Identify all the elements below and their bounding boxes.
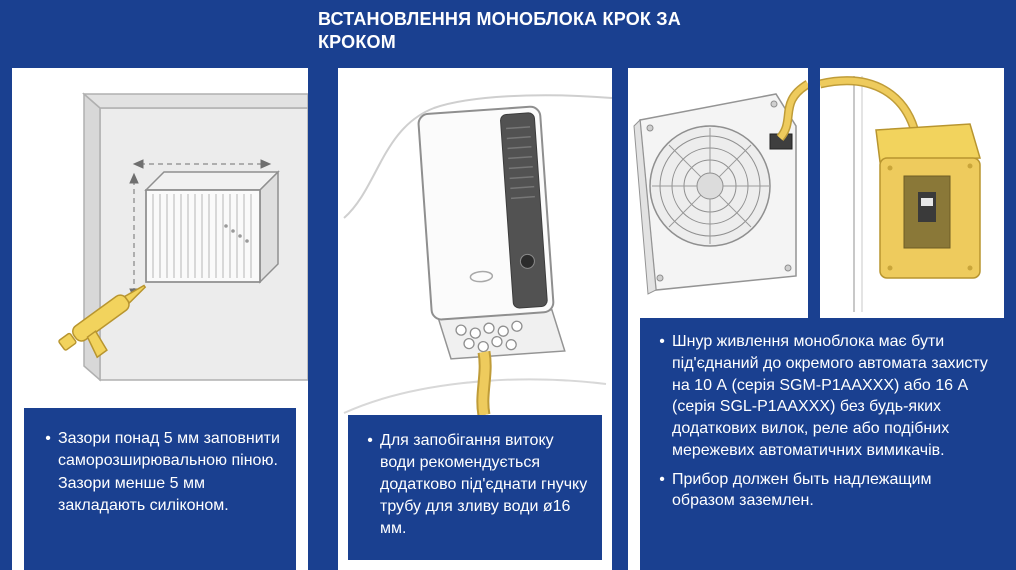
drain-tube: [476, 350, 492, 417]
step-panel-power: • Шнур живлення моноблока має бути під'є…: [628, 68, 1004, 570]
step-panel-drain: • Для запобігання витоку води рекомендує…: [338, 68, 613, 570]
wall-sealing-illustration-svg: [58, 92, 309, 382]
breaker-box-illustration: [818, 68, 1004, 318]
drain-tube-illustration: [338, 68, 613, 420]
step-panel-wall-sealing: • Зазори понад 5 мм заповнити саморозшир…: [12, 68, 309, 570]
bullet-icon: •: [659, 333, 665, 350]
floor-curve: [343, 378, 607, 414]
wall-curve: [343, 94, 613, 219]
bullet-icon: •: [659, 470, 665, 488]
bullet-icon: •: [45, 430, 51, 447]
note-box-sealing: • Зазори понад 5 мм заповнити саморозшир…: [24, 408, 296, 570]
illustration-divider: [808, 68, 820, 318]
drain-tube-illustration-svg: [343, 94, 613, 417]
note-box-power: • Шнур живлення моноблока має бути під'є…: [640, 318, 1004, 570]
note-item: • Шнур живлення моноблока має бути під'є…: [652, 331, 992, 462]
power-cable-right: [818, 76, 922, 141]
screws: [646, 100, 792, 282]
note-text: Зазори понад 5 мм заповнити саморозширюв…: [58, 430, 280, 515]
gap-dots: [224, 224, 249, 243]
note-text: Шнур живлення моноблока має бути під'єдн…: [672, 333, 988, 459]
fan-back-illustration-svg: [633, 80, 811, 295]
monoblock-unit: [417, 105, 566, 360]
bullet-icon: •: [367, 432, 373, 449]
power-cable-left: [776, 80, 811, 141]
note-item: • Зазори понад 5 мм заповнити саморозшир…: [38, 428, 282, 518]
caulking-gun-icon: [58, 284, 147, 359]
note-item: • Для запобігання витоку води рекомендує…: [360, 430, 590, 540]
drain-holes: [455, 320, 523, 353]
wall-edge: [853, 76, 863, 312]
note-item: • Прибор должен быть надлежащим образом …: [652, 469, 992, 513]
wall-sealing-illustration: [12, 68, 309, 413]
breaker-box-illustration-svg: [818, 76, 981, 312]
note-text: Прибор должен быть надлежащим образом за…: [672, 470, 932, 510]
measure-arrows: [129, 159, 272, 300]
page-title: ВСТАНОВЛЕННЯ МОНОБЛОКА КРОК ЗА КРОКОМ: [318, 9, 681, 53]
fan-back-illustration: [628, 68, 811, 318]
fan-grille: [649, 125, 771, 247]
note-text: Для запобігання витоку води рекомендуєть…: [380, 432, 588, 538]
breaker-box: [875, 123, 981, 279]
monoblock-in-opening: [144, 170, 280, 284]
note-box-drain: • Для запобігання витоку води рекомендує…: [348, 415, 602, 560]
